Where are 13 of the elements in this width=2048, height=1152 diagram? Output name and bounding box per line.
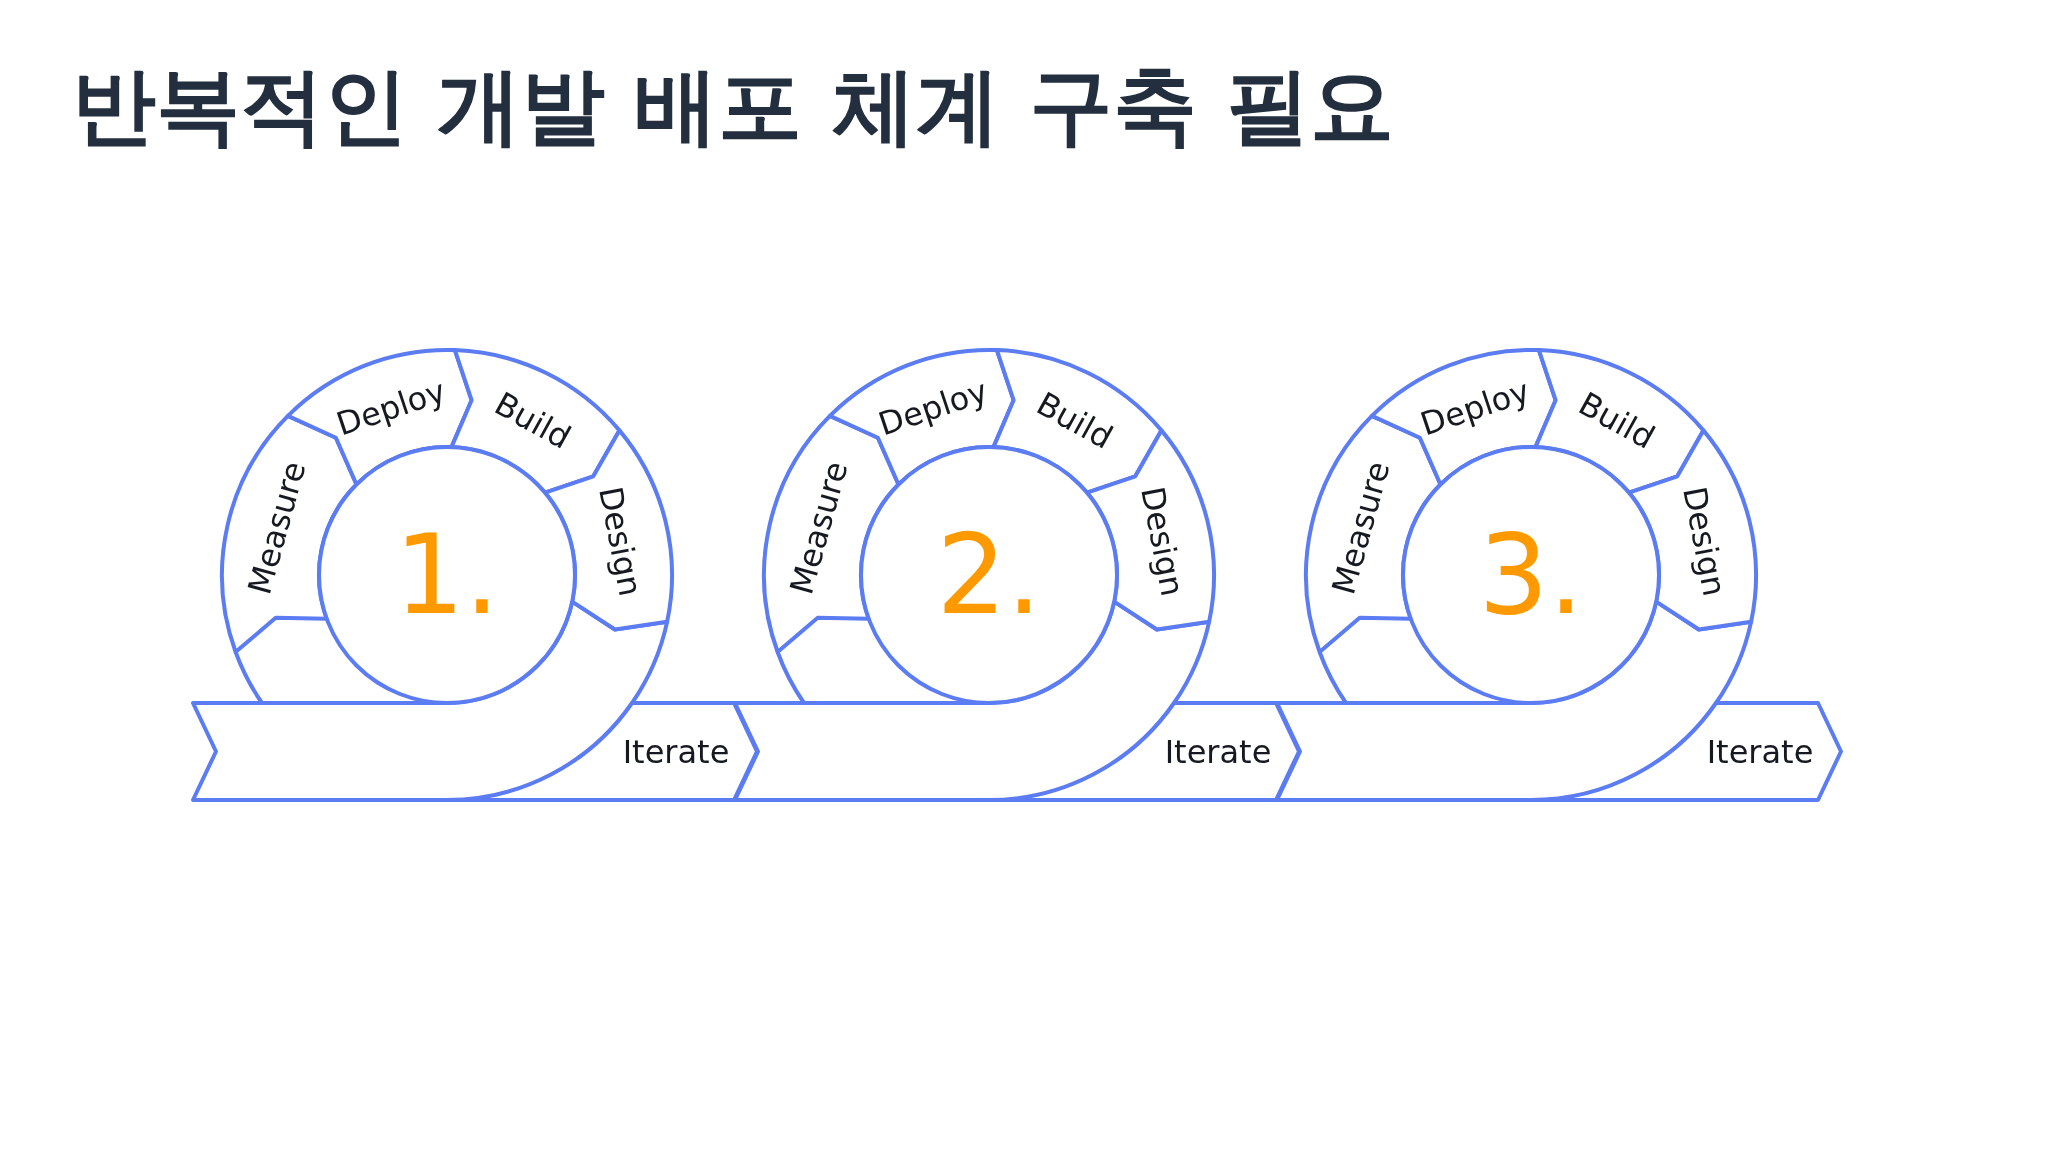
slide-title: 반복적인 개발 배포 체계 구축 필요 bbox=[72, 56, 1395, 157]
stage-label: Deploy bbox=[1415, 371, 1535, 444]
step-number: 1. bbox=[394, 511, 500, 639]
step-number: 2. bbox=[936, 511, 1042, 639]
stage-label: Design bbox=[1133, 483, 1192, 600]
stage-label: Iterate bbox=[1706, 732, 1814, 771]
step-number: 3. bbox=[1478, 511, 1584, 639]
stage-label: Deploy bbox=[331, 371, 451, 444]
stage-label: Iterate bbox=[622, 732, 730, 771]
stage-label: Design bbox=[591, 483, 650, 600]
stage-label: Design bbox=[1675, 483, 1734, 600]
stage-label: Deploy bbox=[873, 371, 993, 444]
stage-label: Iterate bbox=[1164, 732, 1272, 771]
